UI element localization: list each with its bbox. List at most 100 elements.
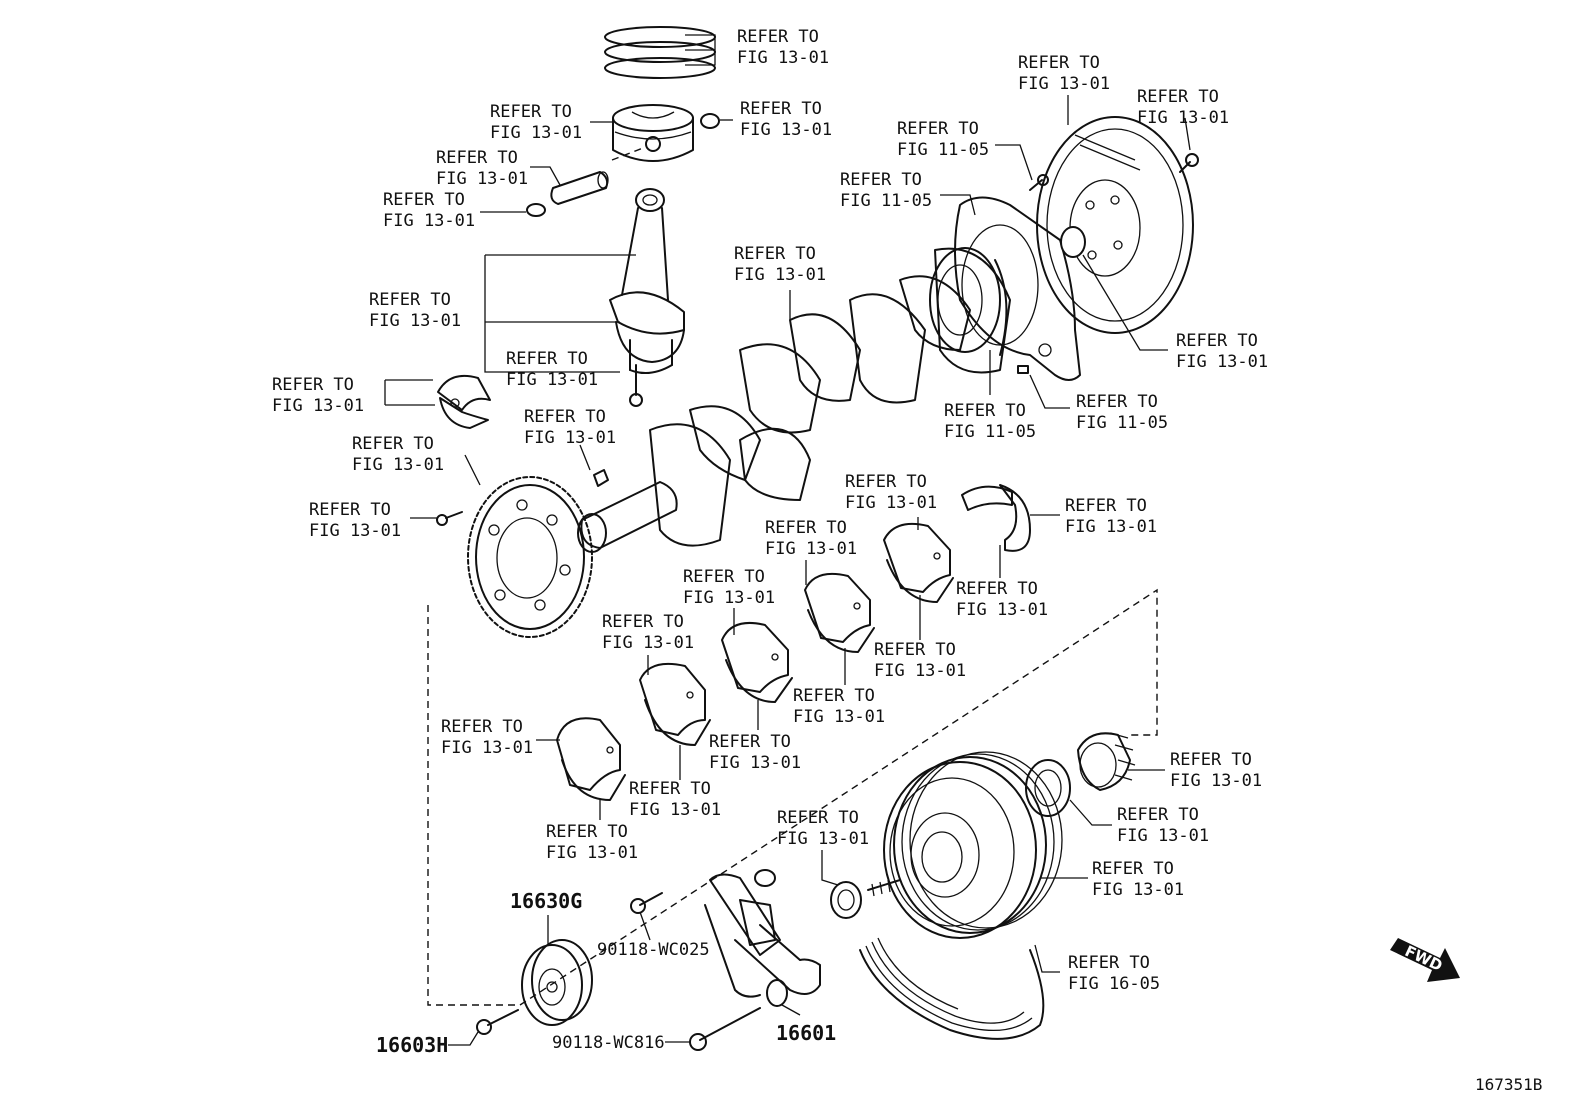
ref-label: REFER TO [1137, 87, 1219, 107]
leader-lines [384, 34, 1191, 1046]
ref-label: FIG 13-01 [737, 48, 829, 68]
part-number-16630G: 16630G [510, 889, 582, 913]
idler-bolt [476, 1009, 519, 1035]
crank-key [593, 469, 609, 487]
ref-label: REFER TO [897, 119, 979, 139]
ref-label: REFER TO [602, 612, 684, 632]
ref-label: REFER TO [793, 686, 875, 706]
dowel-pin [1017, 365, 1029, 374]
drive-plate-bolt [1179, 153, 1199, 173]
ref-label: REFER TO [436, 148, 518, 168]
part-number-16601: 16601 [776, 1021, 836, 1045]
part-number-90118-WC025: 90118-WC025 [597, 940, 710, 960]
crank-pulley [883, 751, 1063, 939]
ref-label: REFER TO [490, 102, 572, 122]
rod-bolt [629, 364, 643, 407]
ref-label: REFER TO [956, 579, 1038, 599]
ref-label: REFER TO [1065, 496, 1147, 516]
ref-label: FIG 13-01 [740, 120, 832, 140]
ref-label: FIG 13-01 [709, 753, 801, 773]
ref-label: REFER TO [740, 99, 822, 119]
ref-label: REFER TO [309, 500, 391, 520]
ref-label: FIG 13-01 [602, 633, 694, 653]
ref-label: FIG 13-01 [629, 800, 721, 820]
drive-plate [1036, 116, 1194, 334]
ref-label: REFER TO [1176, 331, 1258, 351]
ref-label: FIG 13-01 [793, 707, 885, 727]
ref-label: REFER TO [683, 567, 765, 587]
ref-label: REFER TO [737, 27, 819, 47]
ref-label: FIG 13-01 [956, 600, 1048, 620]
ref-label: FIG 13-01 [369, 311, 461, 331]
main-bearing-5 [883, 522, 954, 603]
thrust-washers [961, 484, 1031, 552]
ref-label: FIG 13-01 [1065, 517, 1157, 537]
ref-label: REFER TO [352, 434, 434, 454]
ref-label: REFER TO [629, 779, 711, 799]
ref-label: REFER TO [272, 375, 354, 395]
sprocket-bolt [436, 511, 463, 526]
ref-label: REFER TO [1068, 953, 1150, 973]
main-bearing-3 [721, 621, 793, 703]
crank-sprocket [467, 476, 593, 638]
oil-seal-retainer [954, 196, 1081, 381]
figure-id: 167351B [1475, 1075, 1542, 1094]
ref-label: REFER TO [506, 349, 588, 369]
main-bearing-4 [804, 572, 875, 653]
tensioner-bolt-short [630, 892, 663, 914]
tensioner-assembly [704, 869, 821, 1007]
connecting-rod [609, 188, 685, 375]
ref-label: REFER TO [845, 472, 927, 492]
ref-label: FIG 13-01 [845, 493, 937, 513]
main-bearing-2 [639, 662, 711, 746]
ref-label: REFER TO [441, 717, 523, 737]
reference-labels: REFER TO FIG 13-01 REFER TO FIG 13-01 RE… [272, 27, 1268, 994]
ref-label: FIG 13-01 [874, 661, 966, 681]
ref-label: FIG 11-05 [840, 191, 932, 211]
ref-label: FIG 16-05 [1068, 974, 1160, 994]
piston [612, 104, 694, 162]
ref-label: FIG 13-01 [436, 169, 528, 189]
main-bearing-1 [556, 717, 626, 801]
ref-label: FIG 13-01 [1092, 880, 1184, 900]
ref-label: REFER TO [546, 822, 628, 842]
ref-label: REFER TO [1092, 859, 1174, 879]
ref-label: FIG 13-01 [546, 843, 638, 863]
ref-label: REFER TO [874, 640, 956, 660]
ref-label: REFER TO [944, 401, 1026, 421]
part-number-90118-WC816: 90118-WC816 [552, 1033, 665, 1053]
piston-pin [550, 171, 609, 205]
ref-label: FIG 11-05 [944, 422, 1036, 442]
ref-label: FIG 13-01 [777, 829, 869, 849]
pulley-bolt [830, 879, 901, 919]
ref-label: FIG 13-01 [524, 428, 616, 448]
ref-label: FIG 11-05 [897, 140, 989, 160]
v-ribbed-belt [859, 937, 1045, 1040]
pin-clip-right [700, 113, 720, 129]
ref-label: FIG 13-01 [734, 265, 826, 285]
pin-clip-left [526, 203, 546, 217]
assembly-dashed-boundary [427, 588, 1158, 1006]
ref-label: REFER TO [1076, 392, 1158, 412]
ref-label: FIG 13-01 [272, 396, 364, 416]
tensioner-bolt-long [689, 1007, 761, 1051]
ref-label: REFER TO [840, 170, 922, 190]
ref-label: REFER TO [777, 808, 859, 828]
ref-label: FIG 13-01 [441, 738, 533, 758]
ref-label: REFER TO [765, 518, 847, 538]
fwd-arrow-icon: FWD [1390, 938, 1460, 982]
ref-label: FIG 11-05 [1076, 413, 1168, 433]
ref-label: FIG 13-01 [1137, 108, 1229, 128]
ref-label: FIG 13-01 [765, 539, 857, 559]
ref-label: REFER TO [1170, 750, 1252, 770]
ref-label: FIG 13-01 [1018, 74, 1110, 94]
fwd-label: FWD [1402, 942, 1445, 975]
idler-pulley [521, 939, 593, 1026]
ref-label: REFER TO [369, 290, 451, 310]
ref-label: FIG 13-01 [506, 370, 598, 390]
ref-label: REFER TO [1018, 53, 1100, 73]
ref-label: REFER TO [709, 732, 791, 752]
main-bearings [556, 522, 954, 801]
ref-label: FIG 13-01 [490, 123, 582, 143]
part-number-16603H: 16603H [376, 1033, 448, 1057]
